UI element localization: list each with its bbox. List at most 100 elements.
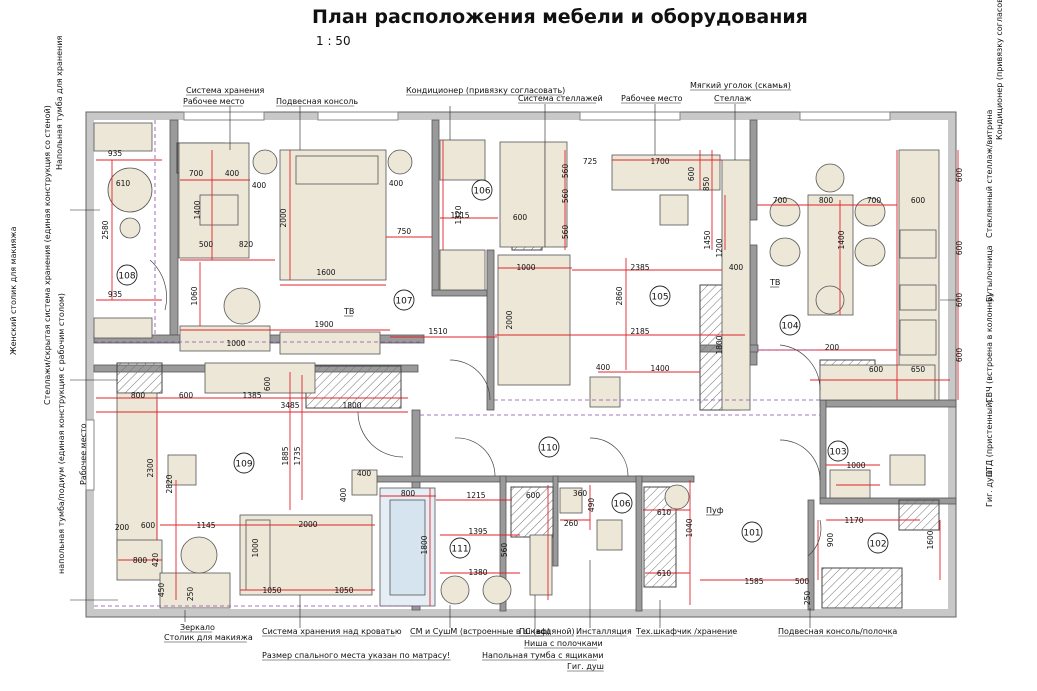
dimension-d560a: 560 bbox=[561, 164, 570, 179]
dimension-d900: 900 bbox=[826, 533, 835, 548]
dimension-d650: 650 bbox=[911, 365, 926, 374]
room-number: 107 bbox=[395, 297, 412, 307]
callout-makeup_table: Столик для макияжа bbox=[164, 633, 253, 642]
dimension-d1395: 1395 bbox=[468, 527, 487, 536]
dimension-d600e: 600 bbox=[955, 241, 964, 256]
dimension-d200b: 200 bbox=[115, 523, 130, 532]
callout-hanging_console: Подвесная консоль bbox=[276, 97, 358, 106]
callout-washer: СМ и СушМ (встроенные в шкаф) bbox=[410, 627, 550, 636]
callout-hyg_shower2: Гиг. душ bbox=[567, 662, 604, 671]
dimension-d700b: 700 bbox=[773, 196, 788, 205]
dimension-d1200: 1200 bbox=[715, 238, 724, 257]
callout-niche: Ниша с полочками bbox=[524, 639, 603, 648]
dimension-d1040: 1040 bbox=[685, 518, 694, 537]
dimension-d490: 490 bbox=[587, 498, 596, 513]
dimension-d1510: 1510 bbox=[428, 327, 447, 336]
dimension-d1585: 1585 bbox=[744, 577, 763, 586]
callout-workplace_top: Рабочее место bbox=[183, 97, 245, 106]
dimension-d1450: 1450 bbox=[703, 230, 712, 249]
dimension-d450: 450 bbox=[157, 583, 166, 598]
dimension-d1380: 1380 bbox=[468, 568, 487, 577]
room-111-marker: 111 bbox=[449, 537, 471, 559]
dimension-d400d: 400 bbox=[729, 263, 744, 272]
dimension-d2000c: 2000 bbox=[298, 520, 317, 529]
callout-mattress_note: Размер спального места указан по матрасу… bbox=[262, 651, 450, 660]
callout-floor_cabinet_drawers: Напольная тумба с ящиками bbox=[482, 651, 604, 660]
dimension-d1000d: 1000 bbox=[251, 538, 260, 557]
dimension-d420: 420 bbox=[151, 553, 160, 568]
dimension-d400b: 400 bbox=[252, 181, 267, 190]
callout-workplace2: Рабочее место bbox=[621, 94, 683, 103]
dimension-d610c: 610 bbox=[657, 569, 672, 578]
room-108-marker: 108 bbox=[116, 264, 138, 286]
dimension-d1050a: 1050 bbox=[262, 586, 281, 595]
dimension-d1385: 1385 bbox=[242, 391, 261, 400]
callout-installation2: Инсталляция bbox=[576, 627, 632, 636]
callout-tv2: ТВ bbox=[769, 278, 780, 287]
room-110-marker: 110 bbox=[538, 436, 560, 458]
callout-workplace_left: Рабочее место bbox=[79, 423, 88, 485]
room-number: 109 bbox=[235, 460, 252, 470]
callout-storage_top: Система хранения bbox=[186, 86, 265, 95]
dimension-d2385: 2385 bbox=[630, 263, 649, 272]
dimension-d400e: 400 bbox=[357, 469, 372, 478]
dimension-lines bbox=[96, 140, 959, 606]
dimension-d600b: 600 bbox=[687, 167, 696, 182]
dimension-d2300: 2300 bbox=[146, 458, 155, 477]
dimension-d400c: 400 bbox=[596, 363, 611, 372]
dimension-d800c: 800 bbox=[401, 489, 416, 498]
room-101-marker: 101 bbox=[741, 521, 763, 543]
dimension-d935a: 935 bbox=[108, 149, 123, 158]
dimension-d1320: 1320 bbox=[454, 205, 463, 224]
dimension-d2000a: 2000 bbox=[279, 208, 288, 227]
dimension-d600j: 600 bbox=[526, 491, 541, 500]
room-106-marker: 106 bbox=[611, 492, 633, 514]
room-number: 108 bbox=[118, 272, 135, 282]
zone-lines bbox=[94, 120, 820, 607]
dimension-d560c: 560 bbox=[561, 225, 570, 240]
dimension-d400f: 400 bbox=[339, 488, 348, 503]
dimension-d1060: 1060 bbox=[190, 286, 199, 305]
dimension-d1400b: 1400 bbox=[650, 364, 669, 373]
dimension-d610: 610 bbox=[116, 179, 131, 188]
room-number: 110 bbox=[540, 444, 557, 454]
dimension-d560b: 560 bbox=[561, 189, 570, 204]
dimension-d750: 750 bbox=[397, 227, 412, 236]
dimension-d700: 700 bbox=[189, 169, 204, 178]
room-102-marker: 102 bbox=[867, 532, 889, 554]
dimension-d2000b: 2000 bbox=[505, 310, 514, 329]
dimension-d1735: 1735 bbox=[293, 446, 302, 465]
scale-label: 1 : 50 bbox=[316, 34, 351, 48]
dimension-d250: 250 bbox=[803, 591, 812, 606]
callout-hyg_shower: Гиг. душ bbox=[985, 470, 994, 507]
dimension-d800d: 800 bbox=[133, 556, 148, 565]
door-swings bbox=[149, 259, 822, 557]
dimension-d1885: 1885 bbox=[281, 446, 290, 465]
dimension-d600c: 600 bbox=[911, 196, 926, 205]
room-number: 106 bbox=[613, 500, 630, 510]
dimension-d500b: 500 bbox=[795, 577, 810, 586]
dimension-d600k: 600 bbox=[141, 521, 156, 530]
dimension-d1000c: 1000 bbox=[846, 461, 865, 470]
room-number: 103 bbox=[829, 448, 846, 458]
dimension-d2820: 2820 bbox=[165, 474, 174, 493]
callout-shelf: Стеллаж bbox=[714, 94, 752, 103]
callout-puf: Пуф bbox=[706, 506, 724, 515]
dimension-d600i: 600 bbox=[179, 391, 194, 400]
dimension-d1000b: 1000 bbox=[516, 263, 535, 272]
dimension-d1600b: 1600 bbox=[926, 530, 935, 549]
dimension-d1015: 1015 bbox=[450, 211, 469, 220]
dimension-d610b: 610 bbox=[657, 508, 672, 517]
furniture bbox=[93, 122, 940, 609]
room-number: 106 bbox=[473, 187, 490, 197]
dimension-d1900: 1900 bbox=[314, 320, 333, 329]
room-107-marker: 107 bbox=[393, 289, 415, 311]
dimension-d800: 800 bbox=[819, 196, 834, 205]
dimension-d200: 200 bbox=[825, 343, 840, 352]
dimension-d560d: 560 bbox=[500, 543, 509, 558]
room-number: 101 bbox=[743, 529, 760, 539]
dimension-d400a: 400 bbox=[225, 169, 240, 178]
dimension-d2860: 2860 bbox=[615, 286, 624, 305]
